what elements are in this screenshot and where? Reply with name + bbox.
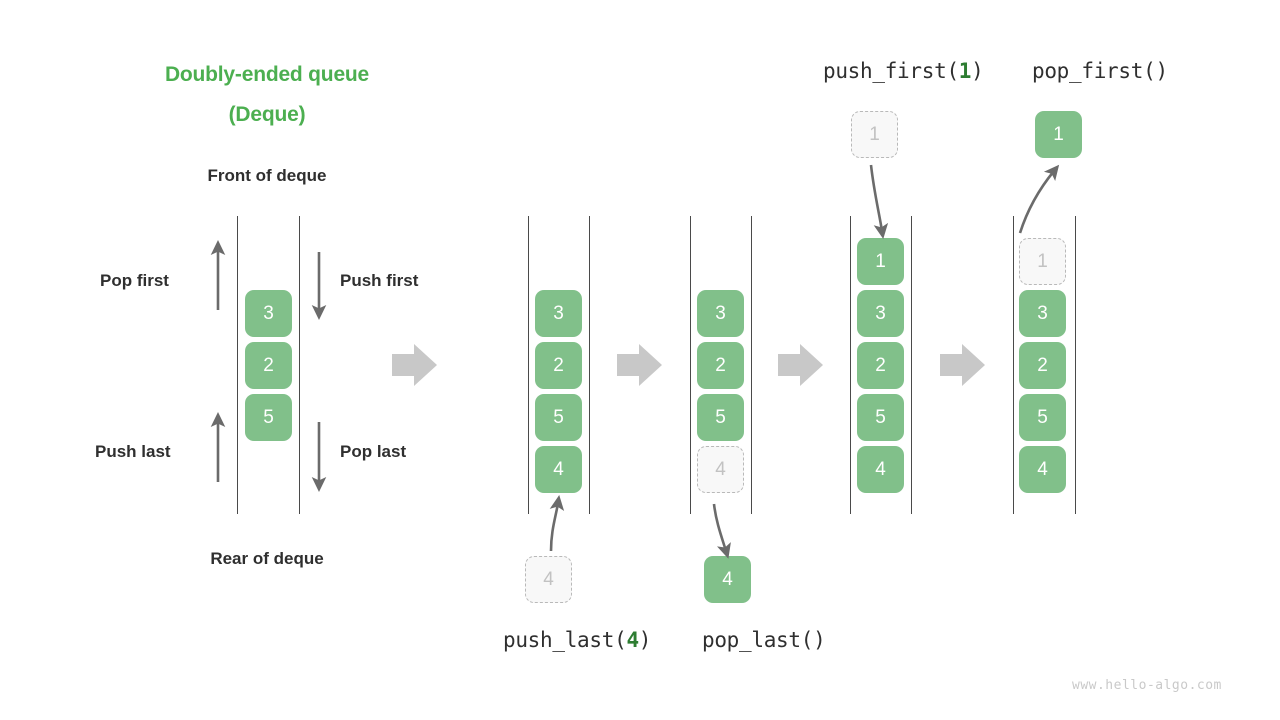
op-push-last-label: push_last(4): [503, 628, 651, 652]
push-last-motion-arrow-icon: [549, 495, 565, 552]
op-push-first-label: push_first(1): [823, 59, 984, 83]
pending-push-first-cell: 1: [851, 111, 898, 158]
deque-rail-right-1: [589, 216, 591, 514]
op-name-text: pop_first: [1032, 59, 1144, 83]
push-first-motion-arrow-icon: [869, 164, 889, 239]
deque-cell: 2: [535, 342, 582, 389]
deque-cell: 2: [857, 342, 904, 389]
pop-first-label: Pop first: [100, 271, 169, 290]
deque-cell: 2: [1019, 342, 1066, 389]
deque-rail-left-1: [528, 216, 530, 514]
site-watermark: www.hello-algo.com: [1072, 678, 1222, 693]
deque-cell: 3: [245, 290, 292, 337]
deque-cell: 2: [697, 342, 744, 389]
op-paren-open: (: [614, 628, 627, 652]
op-arg-value: 1: [958, 59, 972, 83]
popped-last-cell: 4: [704, 556, 751, 603]
deque-cell: 5: [697, 394, 744, 441]
front-of-deque-label: Front of deque: [207, 166, 327, 185]
push-first-label: Push first: [340, 271, 419, 290]
flow-arrow-icon: [392, 344, 437, 386]
deque-cell: 5: [245, 394, 292, 441]
removed-first-cell: 1: [1019, 238, 1066, 285]
op-paren-close: ): [1155, 59, 1168, 83]
deque-cell: 3: [535, 290, 582, 337]
pop-last-motion-arrow-icon: [712, 503, 731, 559]
flow-arrow-icon: [617, 344, 662, 386]
flow-arrow-icon: [940, 344, 985, 386]
push-last-label: Push last: [95, 442, 171, 461]
deque-cell: 5: [535, 394, 582, 441]
deque-cell: 3: [857, 290, 904, 337]
deque-cell: 4: [857, 446, 904, 493]
deque-cell: 3: [1019, 290, 1066, 337]
page-title-line1: Doubly-ended queue: [164, 63, 370, 86]
flow-arrow-icon: [778, 344, 823, 386]
op-paren-open: (: [946, 59, 959, 83]
op-arg-value: 4: [626, 628, 639, 652]
op-name-text: push_first: [823, 59, 947, 83]
op-paren-close: ): [638, 628, 652, 652]
deque-cell: 5: [1019, 394, 1066, 441]
deque-cell: 5: [857, 394, 904, 441]
op-pop-last-label: pop_last(): [702, 628, 826, 652]
op-name-text: push_last: [503, 628, 615, 652]
deque-rail-left-3: [850, 216, 852, 514]
op-paren-close: ): [813, 628, 826, 652]
op-pop-first-label: pop_first(): [1032, 59, 1168, 83]
deque-rail-right-2: [751, 216, 753, 514]
pop-first-motion-arrow-icon: [1018, 164, 1060, 234]
pending-push-last-cell: 4: [525, 556, 572, 603]
deque-cell: 3: [697, 290, 744, 337]
op-paren-close: ): [971, 59, 984, 83]
deque-cell: 2: [245, 342, 292, 389]
deque-rail-right-3: [911, 216, 913, 514]
pop-last-label: Pop last: [340, 442, 407, 461]
deque-rail-left-2: [690, 216, 692, 514]
deque-cell: 4: [1019, 446, 1066, 493]
page-title-line2: (Deque): [228, 103, 306, 126]
rear-of-deque-label: Rear of deque: [210, 549, 324, 568]
deque-rail-left-0: [237, 216, 239, 514]
op-paren-open: (: [800, 628, 814, 652]
op-name-text: pop_last: [702, 628, 801, 652]
deque-rail-right-0: [299, 216, 301, 514]
op-paren-open: (: [1143, 59, 1156, 83]
popped-first-cell: 1: [1035, 111, 1082, 158]
deque-rail-left-4: [1013, 216, 1015, 514]
deque-cell: 1: [857, 238, 904, 285]
deque-cell: 4: [535, 446, 582, 493]
removed-last-cell: 4: [697, 446, 744, 493]
deque-rail-right-4: [1075, 216, 1077, 514]
